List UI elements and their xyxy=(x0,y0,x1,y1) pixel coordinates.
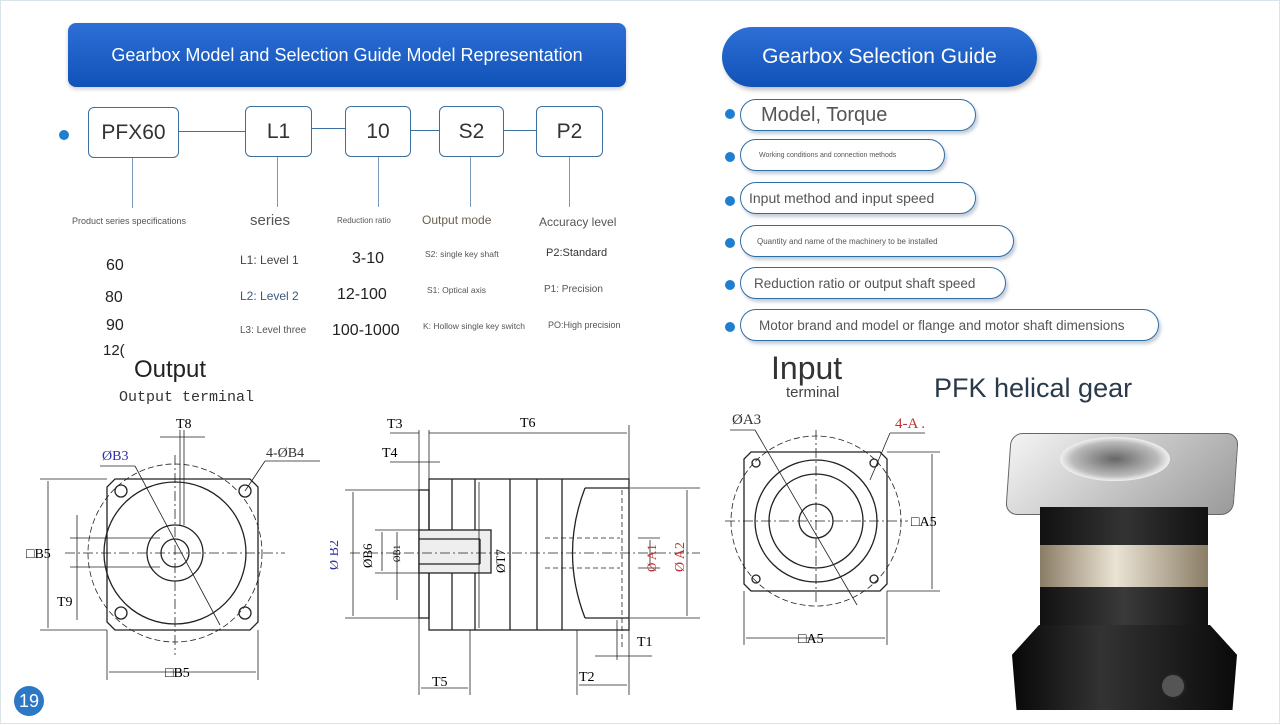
connector-line xyxy=(410,130,439,131)
selection-guide-title: Gearbox Selection Guide xyxy=(762,45,997,68)
guide-item: Motor brand and model or flange and moto… xyxy=(740,309,1159,341)
model-section-header: Gearbox Model and Selection Guide Model … xyxy=(68,23,626,87)
output-subtitle: Output terminal xyxy=(119,389,255,406)
guide-item: Input method and input speed xyxy=(740,182,976,214)
bullet-icon xyxy=(725,109,735,119)
bullet-icon xyxy=(725,152,735,162)
output-title: Output xyxy=(134,356,207,383)
product-title: PFK helical gear xyxy=(934,373,1133,403)
leader-line xyxy=(132,158,133,208)
dim-t2: T2 xyxy=(579,670,595,685)
dim-t5: T5 xyxy=(432,675,448,690)
dim-a1: Ø A1 xyxy=(644,544,659,572)
dim-b2: Ø B2 xyxy=(330,540,342,570)
guide-item: Quantity and name of the machinery to be… xyxy=(740,225,1014,257)
code-box-accuracy: P2 xyxy=(536,106,603,157)
bullet-icon xyxy=(725,196,735,206)
ratio-value: 12-100 xyxy=(337,286,387,303)
output-mode-value: S1: Optical axis xyxy=(427,285,487,295)
input-face-drawing: ØA3 4-A . □A5 □A5 xyxy=(725,412,940,647)
label-series: series xyxy=(250,212,291,229)
label-reduction-ratio: Reduction ratio xyxy=(337,216,391,225)
connector-line xyxy=(178,131,245,132)
bullet-icon xyxy=(59,130,69,140)
dim-b6: ØB6 xyxy=(360,543,375,568)
size-value: 90 xyxy=(106,317,124,334)
guide-item: Working conditions and connection method… xyxy=(740,139,945,171)
label-accuracy-level: Accuracy level xyxy=(539,215,617,229)
side-section-drawing: T3 T6 T4 Ø B2 ØB6 ØB1 ØT7 Ø A1 Ø A2 T1 T… xyxy=(330,416,700,695)
code-box-series: PFX60 xyxy=(88,107,179,158)
leader-line xyxy=(569,157,570,207)
leader-line xyxy=(277,157,278,207)
selection-guide-header: Gearbox Selection Guide xyxy=(722,27,1037,87)
dim-a4: 4-A . xyxy=(895,416,925,432)
series-value: L2: Level 2 xyxy=(240,289,299,303)
dim-a3: ØA3 xyxy=(732,412,761,428)
page-number: 19 xyxy=(18,690,40,711)
code-box-output: S2 xyxy=(439,106,504,157)
bullet-icon xyxy=(725,322,735,332)
leader-line xyxy=(378,157,379,207)
code-box-level: L1 xyxy=(245,106,312,157)
accuracy-value: PO:High precision xyxy=(548,320,621,330)
label-product-series: Product series specifications xyxy=(72,216,187,226)
output-mode-value: S2: single key shaft xyxy=(425,249,499,259)
dim-t8: T8 xyxy=(176,417,192,432)
bullet-icon xyxy=(725,238,735,248)
dim-b5-left: □B5 xyxy=(26,547,51,562)
dim-b1: ØB1 xyxy=(392,545,402,562)
bullet-icon xyxy=(725,280,735,290)
gearbox-product-image xyxy=(1000,415,1245,715)
dim-t9: T9 xyxy=(57,595,73,610)
code-box-ratio: 10 xyxy=(345,106,411,157)
connector-line xyxy=(503,130,536,131)
series-value: L1: Level 1 xyxy=(240,253,299,267)
output-mode-value: K: Hollow single key switch xyxy=(423,321,526,331)
label-output-mode: Output mode xyxy=(422,213,492,227)
input-subtitle: terminal xyxy=(786,384,840,401)
leader-line xyxy=(470,157,471,207)
dim-b5-bottom: □B5 xyxy=(165,666,190,681)
ratio-value: 100-1000 xyxy=(332,322,400,339)
accuracy-value: P2:Standard xyxy=(546,247,608,259)
output-face-drawing: T8 ØB3 4-ØB4 □B5 T9 □B5 xyxy=(26,417,320,681)
dim-t4: T4 xyxy=(382,446,398,461)
ratio-value: 3-10 xyxy=(352,250,385,267)
dim-t6: T6 xyxy=(520,416,536,431)
dim-a5-right: □A5 xyxy=(911,515,937,530)
guide-item: Reduction ratio or output shaft speed xyxy=(740,267,1006,299)
size-value: 80 xyxy=(105,289,123,306)
dim-a5-bottom: □A5 xyxy=(798,632,824,647)
size-value: 12( xyxy=(103,342,125,359)
page-number-badge: 19 xyxy=(14,686,44,716)
dim-t3: T3 xyxy=(387,417,403,432)
model-section-title: Gearbox Model and Selection Guide Model … xyxy=(111,44,583,65)
dim-t7: ØT7 xyxy=(493,549,508,573)
guide-item: Model, Torque xyxy=(740,99,976,131)
size-value: 60 xyxy=(106,257,124,274)
dim-t1: T1 xyxy=(637,635,653,650)
dim-b3: ØB3 xyxy=(102,449,128,464)
input-title: Input xyxy=(771,350,843,386)
connector-line xyxy=(311,128,345,129)
series-value: L3: Level three xyxy=(240,325,307,336)
dim-a2: Ø A2 xyxy=(673,542,688,572)
accuracy-value: P1: Precision xyxy=(544,284,603,295)
dim-b4: 4-ØB4 xyxy=(266,446,304,461)
